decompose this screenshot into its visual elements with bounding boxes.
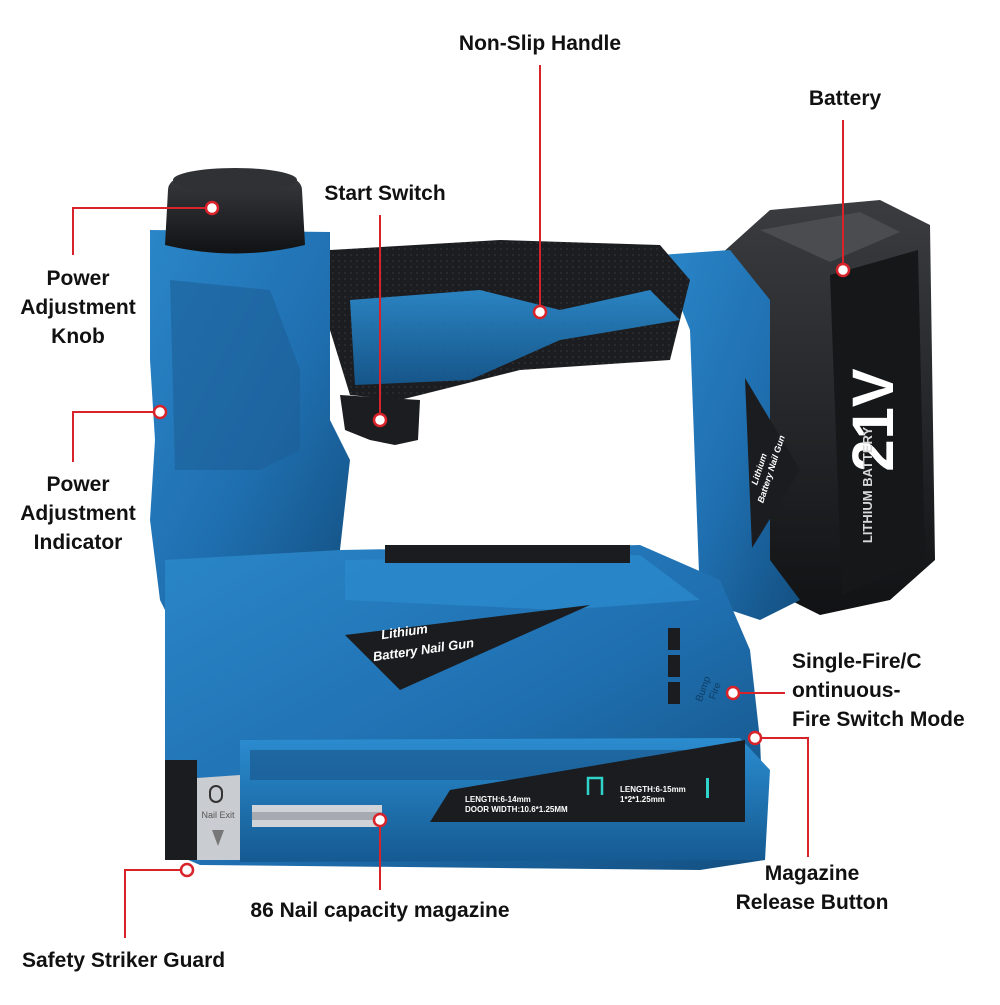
callout-knob-line2: Adjustment [20, 296, 136, 319]
callout-power-adjustment-knob: Power Adjustment Knob [8, 264, 148, 351]
spec-left-line1: LENGTH:6-14mm [465, 795, 531, 804]
callout-start-switch-text: Start Switch [324, 182, 446, 205]
spec-right-line2: 1*2*1.25mm [620, 795, 665, 804]
callout-start-switch: Start Switch [305, 179, 465, 208]
callout-knob-line3: Knob [51, 325, 105, 348]
tool-body: Lithium Battery Nail Gun Lithium Battery… [150, 168, 800, 870]
callout-battery: Battery [790, 84, 900, 113]
callout-knob-line1: Power [46, 267, 110, 290]
callout-fire-line1: Single-Fire/C [792, 650, 922, 673]
callout-non-slip-handle: Non-Slip Handle [440, 29, 640, 58]
callout-indicator-line2: Adjustment [20, 502, 136, 525]
callout-release-line2: Release Button [735, 891, 889, 914]
battery-voltage: 21V [841, 368, 906, 472]
spec-left-line2: DOOR WIDTH:10.6*1.25MM [465, 805, 568, 814]
callout-release-line1: Magazine [764, 862, 860, 885]
callout-magazine-release-button: Magazine Release Button [722, 859, 902, 917]
callout-safety-guard-text: Safety Striker Guard [22, 949, 226, 972]
callout-battery-text: Battery [808, 87, 882, 110]
callout-indicator-line3: Indicator [33, 531, 123, 554]
callout-nail-capacity-text: 86 Nail capacity magazine [250, 899, 510, 922]
side-badge-line1: Lithium [380, 621, 429, 642]
callout-indicator-line1: Power [46, 473, 110, 496]
callout-fire-line3: Fire Switch Mode [792, 708, 965, 731]
callout-nail-capacity-magazine: 86 Nail capacity magazine [230, 896, 530, 925]
callout-safety-striker-guard: Safety Striker Guard [22, 946, 262, 975]
callout-leaders [72, 65, 851, 938]
callout-fire-line2: ontinuous- [792, 679, 901, 702]
callout-non-slip-handle-text: Non-Slip Handle [458, 32, 622, 55]
callout-power-adjustment-indicator: Power Adjustment Indicator [8, 470, 148, 557]
spec-right-line1: LENGTH:6-15mm [620, 785, 686, 794]
battery-type-text: LITHIUM BATTERY [860, 427, 875, 544]
callout-fire-switch-mode: Single-Fire/C ontinuous- Fire Switch Mod… [792, 647, 992, 734]
nail-exit-text: Nail Exit [201, 810, 235, 820]
